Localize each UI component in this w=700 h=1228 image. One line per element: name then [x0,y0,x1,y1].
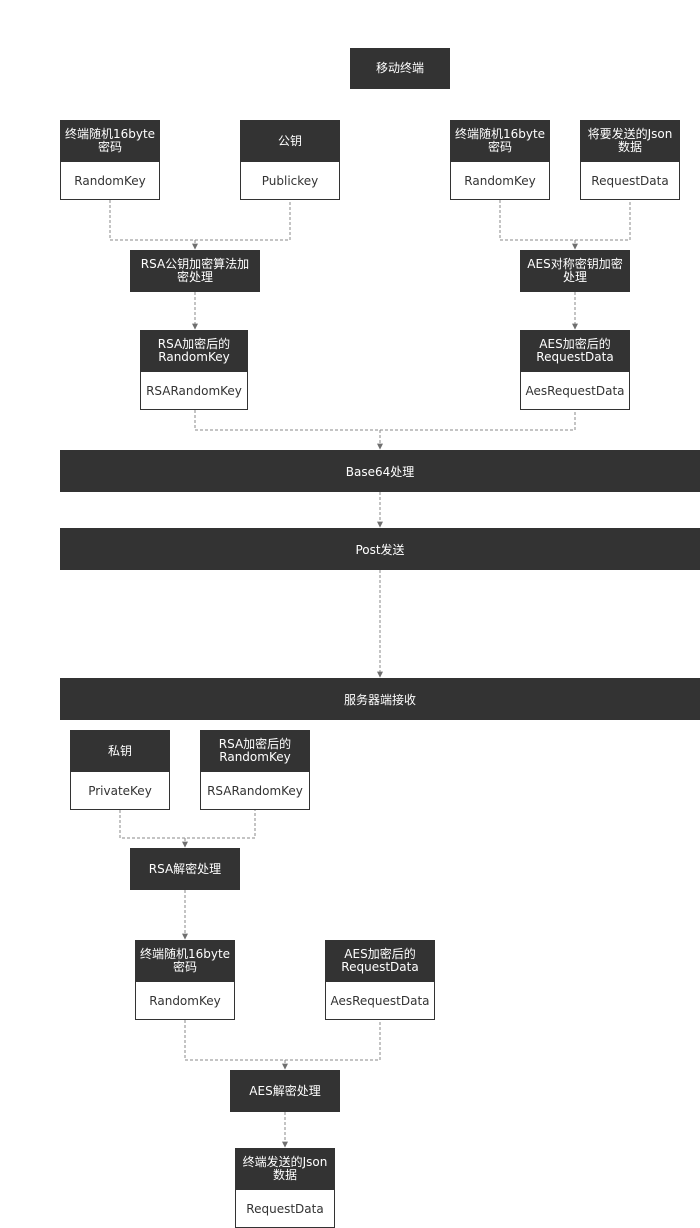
server-aes-request-title: AES加密后的 RequestData [325,940,435,982]
aes-result-title: AES加密后的 RequestData [520,330,630,372]
mobile-randomkey-2-value: RandomKey [450,162,550,200]
mobile-randomkey-title: 终端随机16byte 密码 [60,120,160,162]
rsa-result-value: RSARandomKey [140,372,248,410]
rsa-decrypt-process: RSA解密处理 [130,848,240,890]
rsa-result-title: RSA加密后的 RandomKey [140,330,248,372]
aes-encrypt-process: AES对称密钥加密 处理 [520,250,630,292]
private-key-title: 私钥 [70,730,170,772]
connector-randomkey-requestdata [499,200,631,241]
public-key-title: 公钥 [240,120,340,162]
mobile-randomkey-2-title: 终端随机16byte 密码 [450,120,550,162]
server-rsa-randomkey-value: RSARandomKey [200,772,310,810]
connector-randomkey-publickey [109,200,291,241]
aes-result-value: AesRequestData [520,372,630,410]
server-receive-bar: 服务器端接收 [60,678,700,720]
server-randomkey-title: 终端随机16byte 密码 [135,940,235,982]
request-data-title: 将要发送的Json 数据 [580,120,680,162]
aes-decrypt-process: AES解密处理 [230,1070,340,1112]
public-key-value: Publickey [240,162,340,200]
base64-process-bar: Base64处理 [60,450,700,492]
server-randomkey-value: RandomKey [135,982,235,1020]
connector-privatekey-rsarandomkey [119,810,256,839]
final-request-value: RequestData [235,1190,335,1228]
mobile-randomkey-value: RandomKey [60,162,160,200]
server-aes-request-value: AesRequestData [325,982,435,1020]
mobile-terminal-node: 移动终端 [350,48,450,89]
server-rsa-randomkey-title: RSA加密后的 RandomKey [200,730,310,772]
connector-randomkey-aesrequest [184,1020,381,1061]
private-key-value: PrivateKey [70,772,170,810]
post-send-bar: Post发送 [60,528,700,570]
request-data-value: RequestData [580,162,680,200]
rsa-encrypt-process: RSA公钥加密算法加 密处理 [130,250,260,292]
final-request-title: 终端发送的Json 数据 [235,1148,335,1190]
connector-results [194,410,576,431]
